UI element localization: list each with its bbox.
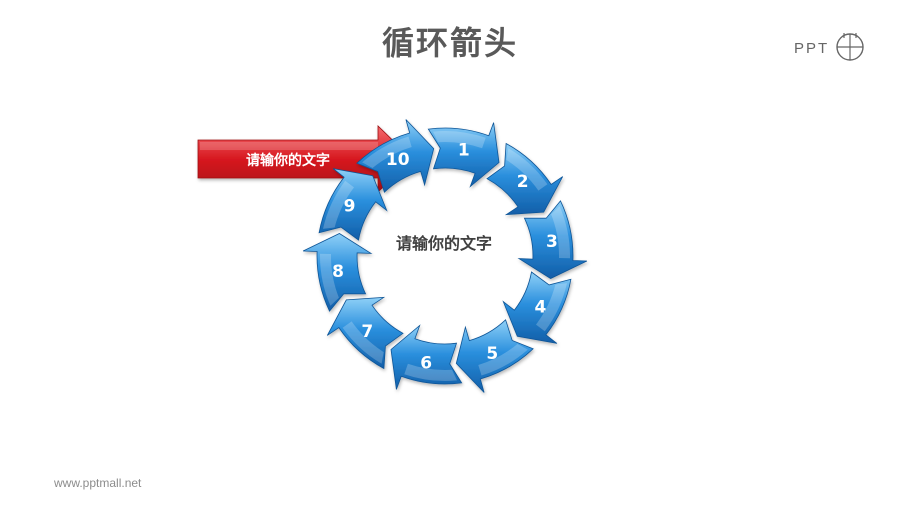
cycle-step-label: 8 xyxy=(332,262,344,282)
cycle-arrow-highlight xyxy=(506,148,548,191)
center-text: 请输你的文字 xyxy=(396,234,492,253)
cycle-arrow-10 xyxy=(356,119,435,193)
cycle-arrow-9 xyxy=(318,168,388,241)
cycle-step-label: 1 xyxy=(458,141,470,161)
cycle-step-label: 9 xyxy=(344,196,356,216)
cycle-step-label: 6 xyxy=(420,353,432,373)
cycle-arrow-highlight xyxy=(536,283,567,332)
page-title: 循环箭头 xyxy=(381,24,518,62)
cycle-arrow-highlight xyxy=(323,180,354,229)
footer-url: www.pptmall.net xyxy=(54,476,142,490)
cycle-arrow-7 xyxy=(326,296,404,370)
pptmall-logo: PPT xyxy=(794,33,864,61)
cycle-arrows xyxy=(302,119,588,393)
logo-text: PPT xyxy=(794,40,829,57)
cycle-arrow-8 xyxy=(302,233,373,312)
cycle-step-label: 2 xyxy=(517,172,529,192)
cycle-arrow-highlight xyxy=(342,321,384,364)
cycle-step-label: 7 xyxy=(361,322,373,342)
cycle-arrow-4 xyxy=(502,271,572,344)
cycle-arrow-highlight xyxy=(478,344,528,376)
cycle-arrow-highlight xyxy=(433,131,486,149)
cycle-arrow-2 xyxy=(486,142,564,216)
cycle-arrow-highlight xyxy=(551,206,571,259)
cycle-arrow-highlight xyxy=(319,253,339,306)
cycle-step-label: 4 xyxy=(534,298,546,318)
cycle-arrow-highlight xyxy=(404,363,457,381)
cycle-arrow-5 xyxy=(455,319,534,393)
cycle-arrow-1 xyxy=(427,122,500,188)
banner-text: 请输你的文字 xyxy=(246,152,330,169)
cycle-numbers: 1 2 3 4 5 6 7 8 9 10 xyxy=(332,141,558,374)
cycle-arrow-highlight xyxy=(362,136,412,168)
cycle-step-label: 10 xyxy=(386,150,410,170)
cycle-step-label: 5 xyxy=(486,344,498,364)
cycle-arrow-3 xyxy=(517,200,588,279)
cycle-step-label: 3 xyxy=(546,232,558,252)
cycle-arrow-6 xyxy=(390,324,463,390)
